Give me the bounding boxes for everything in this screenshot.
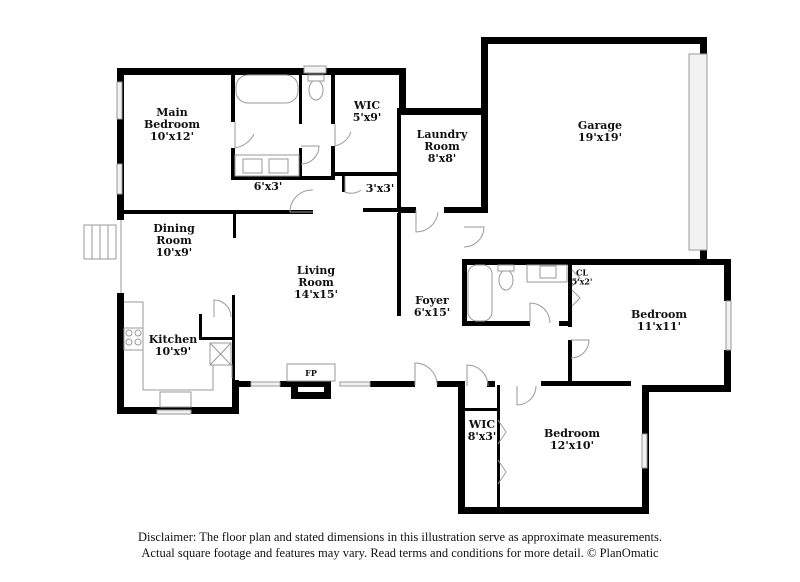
fireplace-icon (286, 363, 336, 382)
room-dimensions: 8'x3' (468, 430, 497, 443)
room-dimensions: 12'x10' (550, 439, 594, 452)
room-dimensions: 5'x9' (353, 111, 382, 124)
room-name: Room (298, 276, 334, 289)
fireplace-label: FP (305, 368, 317, 378)
room-dimensions: 10'x12' (150, 130, 194, 143)
room-dimensions: 8'x8' (428, 152, 457, 165)
fixtures (83, 74, 568, 408)
room-dimensions: 6'x15' (414, 306, 450, 319)
room-name: Foyer (415, 294, 449, 307)
room-name: Bedroom (144, 118, 200, 131)
room-dimensions: 10'x9' (156, 246, 192, 259)
room-label-hall-closet-2: 3'x3' (366, 182, 395, 195)
room-dimensions: 10'x9' (155, 345, 191, 358)
room-name: Kitchen (149, 333, 198, 346)
disclaimer-line-2: Actual square footage and features may v… (141, 546, 659, 560)
kitchen-sink-icon (159, 391, 192, 408)
room-name: Room (424, 140, 460, 153)
room-name: Bedroom (544, 427, 600, 440)
windows (116, 53, 732, 469)
room-name: Garage (578, 119, 622, 132)
bathtub-icon (467, 264, 493, 322)
room-name: WIC (353, 99, 380, 112)
walls (117, 37, 731, 514)
room-name: CL (576, 268, 588, 278)
room-name: Room (156, 234, 192, 247)
room-name: Main (156, 106, 187, 119)
room-label-hall-closet-1: 6'x3' (254, 180, 283, 193)
toilet-icon (498, 269, 514, 291)
room-name: Living (297, 264, 335, 277)
room-dimensions: 6'x3' (254, 180, 283, 193)
doors (213, 122, 590, 485)
room-dimensions: 5'x2' (572, 277, 593, 287)
room-name: Laundry (417, 128, 468, 141)
room-dimensions: 14'x15' (294, 288, 338, 301)
room-dimensions: 3'x3' (366, 182, 395, 195)
bathtub-icon (235, 74, 299, 104)
toilet-icon (308, 79, 324, 101)
room-name: Bedroom (631, 308, 687, 321)
disclaimer-line-1: Disclaimer: The floor plan and stated di… (138, 530, 662, 544)
room-dimensions: 11'x11' (637, 320, 681, 333)
room-name: Dining (153, 222, 195, 235)
room-name: WIC (468, 418, 495, 431)
room-dimensions: 19'x19' (578, 131, 622, 144)
